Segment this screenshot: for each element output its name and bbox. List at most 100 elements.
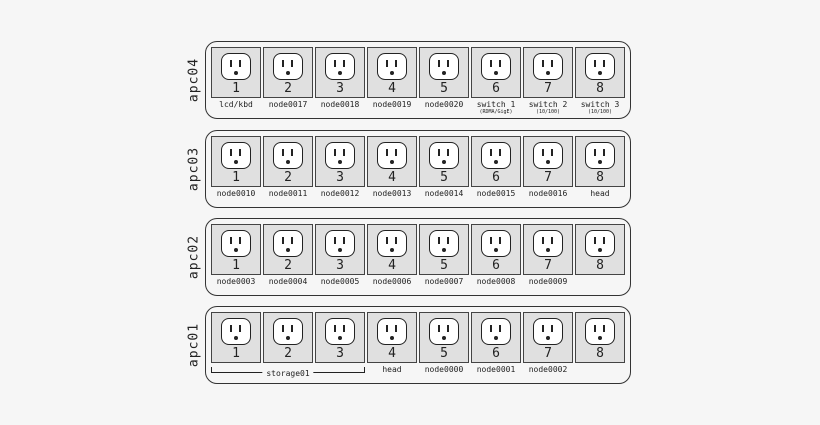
outlet-number: 4 — [388, 170, 396, 185]
slot — [395, 149, 397, 156]
outlet-socket-icon — [325, 230, 355, 257]
slot — [291, 325, 293, 332]
outlet-label: node0019 — [372, 100, 412, 109]
outlet: 6 — [471, 312, 521, 363]
slot — [282, 60, 284, 67]
slot — [438, 149, 440, 156]
ground-hole — [234, 71, 238, 75]
slot — [291, 60, 293, 67]
slot — [551, 237, 553, 244]
outlet-socket-icon — [585, 318, 615, 345]
outlet-socket-icon — [533, 230, 563, 257]
outlet-socket-icon — [377, 142, 407, 169]
outlet-number: 6 — [492, 258, 500, 273]
slot — [334, 149, 336, 156]
outlet-label: node0011 — [268, 189, 308, 198]
outlet-number: 6 — [492, 81, 500, 96]
slot — [282, 325, 284, 332]
outlet: 1 — [211, 136, 261, 187]
outlet-label: head — [382, 365, 402, 374]
outlet-number: 4 — [388, 81, 396, 96]
slot — [490, 149, 492, 156]
ground-hole — [442, 248, 446, 252]
outlet-label: head — [590, 189, 610, 198]
outlet-socket-icon — [533, 142, 563, 169]
outlet-label: lcd/kbd — [219, 100, 253, 109]
outlet-socket-icon — [429, 318, 459, 345]
ground-hole — [286, 336, 290, 340]
outlet-number: 3 — [336, 81, 344, 96]
outlet: 2 — [263, 47, 313, 98]
outlet: 8 — [575, 136, 625, 187]
outlet-socket-icon — [377, 230, 407, 257]
slot — [447, 60, 449, 67]
slot — [395, 237, 397, 244]
slot — [395, 325, 397, 332]
slot — [343, 149, 345, 156]
outlet: 7 — [523, 224, 573, 275]
outlet-label: node0002 — [528, 365, 568, 374]
ground-hole — [598, 248, 602, 252]
outlet-socket-icon — [273, 318, 303, 345]
ground-hole — [338, 160, 342, 164]
outlet-number: 5 — [440, 258, 448, 273]
outlet-label: node0009 — [528, 277, 568, 286]
ground-hole — [598, 71, 602, 75]
ground-hole — [234, 160, 238, 164]
outlet-number: 7 — [544, 258, 552, 273]
outlet-socket-icon — [429, 142, 459, 169]
outlet-socket-icon — [221, 53, 251, 80]
ground-hole — [442, 336, 446, 340]
slot — [282, 149, 284, 156]
slot — [594, 237, 596, 244]
slot — [499, 149, 501, 156]
outlet-number: 1 — [232, 81, 240, 96]
outlet-number: 6 — [492, 170, 500, 185]
outlet-socket-icon — [325, 142, 355, 169]
ground-hole — [546, 336, 550, 340]
slot — [386, 149, 388, 156]
outlet: 2 — [263, 224, 313, 275]
outlet-number: 3 — [336, 170, 344, 185]
outlet-socket-icon — [273, 230, 303, 257]
slot — [334, 60, 336, 67]
outlet-label: node0010 — [216, 189, 256, 198]
slot — [239, 325, 241, 332]
slot — [551, 149, 553, 156]
outlet: 4 — [367, 312, 417, 363]
ground-hole — [338, 71, 342, 75]
slot — [603, 325, 605, 332]
slot — [603, 149, 605, 156]
slot — [542, 325, 544, 332]
ground-hole — [234, 248, 238, 252]
outlet-sublabel: (10/100) — [535, 109, 561, 115]
ground-hole — [338, 248, 342, 252]
outlet-socket-icon — [585, 53, 615, 80]
outlet-socket-icon — [273, 53, 303, 80]
outlet-number: 8 — [596, 170, 604, 185]
slot — [334, 325, 336, 332]
outlet: 3 — [315, 224, 365, 275]
outlet-socket-icon — [325, 53, 355, 80]
outlet-number: 2 — [284, 170, 292, 185]
slot — [343, 60, 345, 67]
outlet: 5 — [419, 136, 469, 187]
slot — [230, 60, 232, 67]
outlet-socket-icon — [429, 230, 459, 257]
outlet: 5 — [419, 47, 469, 98]
outlet-number: 5 — [440, 346, 448, 361]
outlet-socket-icon — [533, 318, 563, 345]
slot — [594, 149, 596, 156]
slot — [551, 325, 553, 332]
outlet: 3 — [315, 312, 365, 363]
outlet-label: node0017 — [268, 100, 308, 109]
outlet-socket-icon — [429, 53, 459, 80]
slot — [499, 325, 501, 332]
span-label: storage01 — [262, 369, 314, 378]
outlet-socket-icon — [585, 230, 615, 257]
slot — [343, 325, 345, 332]
outlet-socket-icon — [481, 53, 511, 80]
slot — [230, 237, 232, 244]
slot — [291, 237, 293, 244]
